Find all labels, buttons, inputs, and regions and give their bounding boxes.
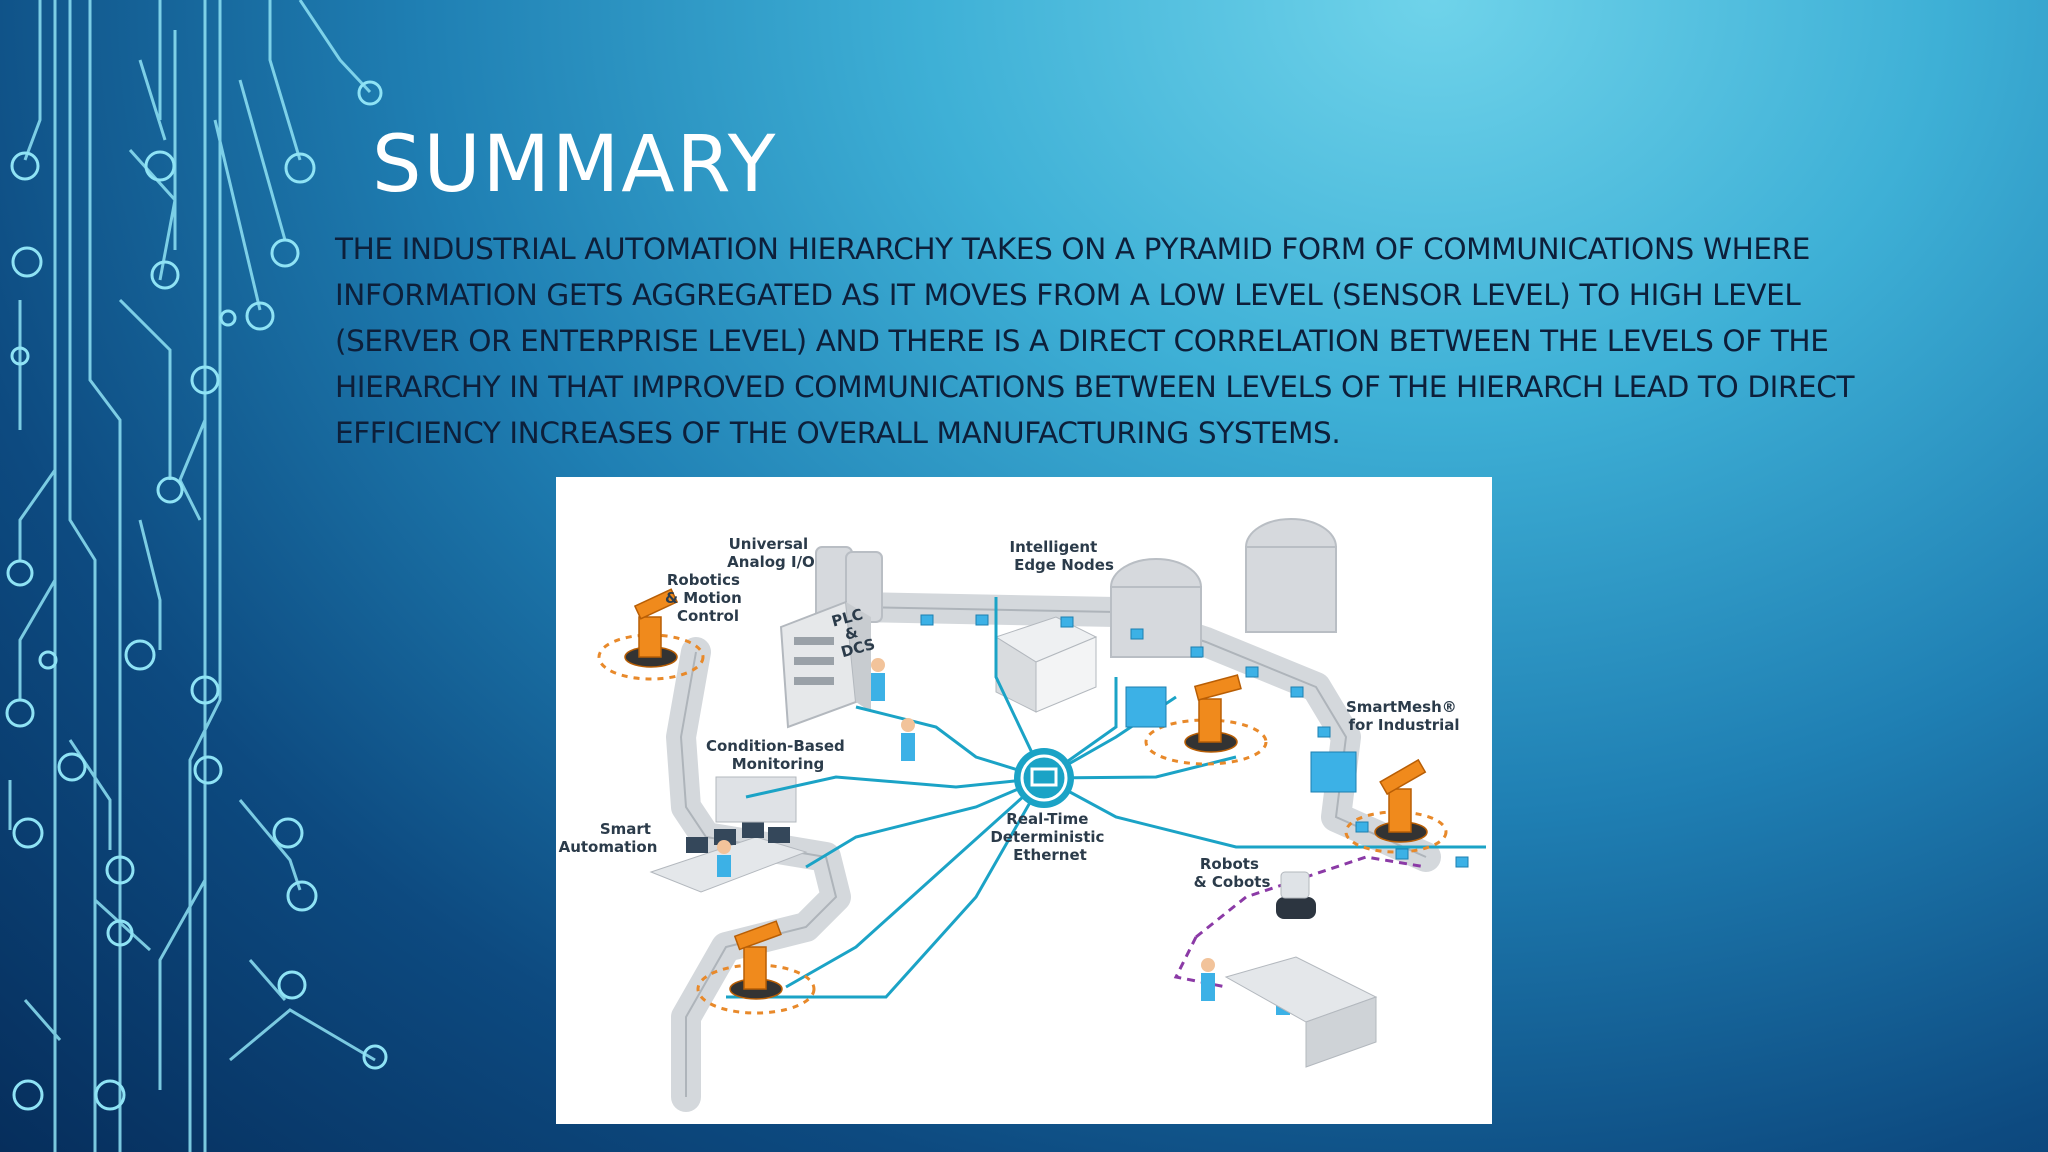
network-links xyxy=(726,597,1486,999)
label-condition-monitoring: Condition-Based Monitoring xyxy=(706,737,850,773)
plc-cabinet xyxy=(779,600,871,729)
factory-diagram: Universal Analog I/O Intelligent Edge No… xyxy=(556,477,1492,1124)
robot-arms xyxy=(624,588,1428,1000)
smart-automation-desk xyxy=(649,776,808,893)
label-universal-analog: Universal Analog I/O xyxy=(727,535,815,571)
edge-node-building xyxy=(994,616,1098,713)
circuit-decoration xyxy=(5,0,388,1152)
summary-paragraph: THE INDUSTRIAL AUTOMATION HIERARCHY TAKE… xyxy=(335,232,1855,450)
cobot-workstation xyxy=(1224,871,1378,1068)
conveyor-packages xyxy=(920,614,1469,868)
slide-title: SUMMARY xyxy=(372,120,778,210)
label-robotics-motion: Robotics & Motion Control xyxy=(665,571,747,625)
label-realtime-ethernet: Real-Time Deterministic Ethernet xyxy=(990,810,1109,864)
ethernet-hub-icon xyxy=(1014,748,1074,808)
label-intelligent-edge: Intelligent Edge Nodes xyxy=(1009,538,1113,574)
label-robots-cobots: Robots & Cobots xyxy=(1194,855,1271,891)
industrial-network-illustration: Universal Analog I/O Intelligent Edge No… xyxy=(556,477,1492,1124)
diagram-labels: Universal Analog I/O Intelligent Edge No… xyxy=(559,535,1462,891)
label-smartmesh: SmartMesh® for Industrial xyxy=(1346,698,1462,734)
label-smart-automation: Smart Automation xyxy=(559,820,658,856)
